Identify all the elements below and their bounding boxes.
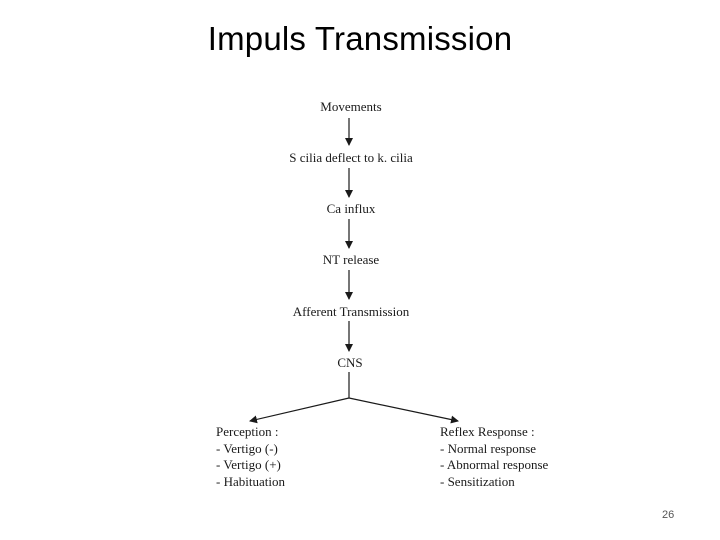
perception-item: - Vertigo (-): [216, 440, 278, 456]
perception-item: - Habituation: [216, 473, 285, 489]
branch-perception: Perception : - Vertigo (-) - Vertigo (+)…: [216, 424, 285, 490]
arrow-cns-to-reflex: [348, 397, 459, 424]
node-cns: CNS: [337, 355, 363, 370]
reflex-item: - Normal response: [440, 440, 537, 456]
node-movements: Movements: [320, 99, 382, 114]
branch-reflex-response: Reflex Response : - Normal response - Ab…: [440, 424, 548, 490]
node-ca-influx: Ca influx: [326, 201, 376, 216]
perception-item: - Vertigo (+): [216, 457, 281, 472]
reflex-item: - Sensitization: [440, 473, 515, 489]
page-number: 26: [662, 509, 675, 521]
node-afferent-transmission: Afferent Transmission: [292, 304, 410, 319]
reflex-item: - Abnormal response: [440, 457, 549, 472]
node-nt-release: NT release: [322, 252, 380, 267]
perception-heading: Perception :: [216, 424, 279, 439]
node-cilia-deflect: S cilia deflect to k. cilia: [289, 150, 413, 165]
arrow-cns-to-perception: [249, 397, 350, 424]
slide-title: Impuls Transmission: [207, 20, 513, 57]
reflex-heading: Reflex Response :: [440, 424, 535, 439]
